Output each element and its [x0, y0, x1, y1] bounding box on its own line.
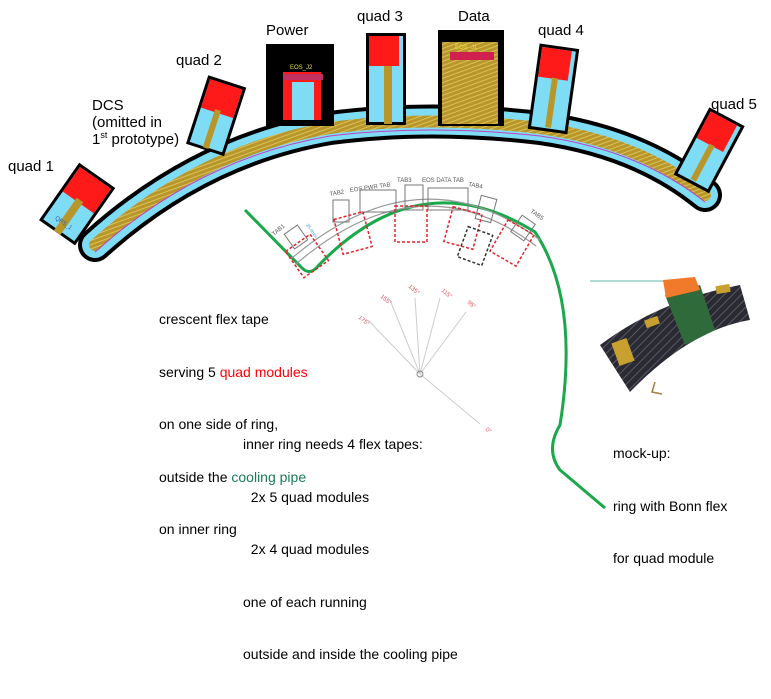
- tab-label: EOS DATA TAB: [422, 178, 464, 184]
- label-power: Power: [266, 22, 309, 39]
- label-quad-5: quad 5: [711, 96, 757, 113]
- diagram-stage: QPS_1 EOS_J2 EOS_J1: [8, 8, 757, 662]
- label-dcs: DCS (omitted in 1st prototype): [92, 97, 179, 148]
- data-tab: EOS_J1: [438, 30, 504, 126]
- tab-label: TAB4: [468, 182, 484, 191]
- mockup-tab: [644, 315, 660, 329]
- quad5-tab: [673, 107, 745, 194]
- tab-label: EOS PWR TAB: [349, 182, 391, 194]
- tab-label: TAB2: [329, 189, 345, 198]
- cooling-pipe: [243, 201, 606, 510]
- inner-ring-note: inner ring needs 4 flex tapes: 2x 5 quad…: [243, 436, 458, 662]
- angle-label: 95°: [466, 300, 477, 311]
- svg-text:EOS_J2: EOS_J2: [290, 65, 313, 71]
- quad4-tab: [527, 43, 580, 135]
- angle-label: 0°: [484, 427, 493, 436]
- tab-outlines: [283, 184, 536, 250]
- tab-label: TAB3: [397, 178, 412, 184]
- angle-rays: [367, 297, 481, 425]
- label-quad-2: quad 2: [176, 52, 222, 69]
- mockup-image: [590, 277, 750, 395]
- ring-drawing: TAB1 TAB2 EOS PWR TAB TAB3 EOS DATA TAB …: [243, 178, 606, 510]
- crescent-description: crescent flex tape serving 5 quad module…: [159, 311, 308, 537]
- flex-tape-layout: QPS_1 EOS_J2 EOS_J1: [39, 30, 745, 262]
- crescent-flex-body: [78, 104, 722, 262]
- label-quad-3: quad 3: [357, 8, 403, 25]
- power-tab: EOS_J2: [266, 44, 334, 126]
- label-data: Data: [458, 8, 490, 25]
- dcs-note: (omitted in: [92, 114, 163, 131]
- quad2-tab: [186, 75, 247, 157]
- ring-center-marker: [416, 370, 424, 378]
- mockup-tab: [715, 283, 731, 295]
- dcs-title: DCS: [92, 97, 124, 114]
- label-quad-4: quad 4: [538, 22, 584, 39]
- quad1-tab: QPS_1: [39, 162, 116, 246]
- mockup-pcb: [665, 285, 715, 345]
- quad3-tab: [366, 33, 406, 125]
- mockup-caption: mock-up: ring with Bonn flex for quad mo…: [613, 445, 728, 566]
- mockup-connector: [663, 277, 700, 298]
- mockup-pin: [651, 381, 663, 395]
- svg-text:EOS_J1: EOS_J1: [455, 45, 478, 51]
- label-quad-1: quad 1: [8, 158, 54, 175]
- mockup-tab: [611, 337, 635, 367]
- dcs-note-2: 1st prototype): [92, 130, 180, 149]
- mockup-ring: [600, 285, 750, 392]
